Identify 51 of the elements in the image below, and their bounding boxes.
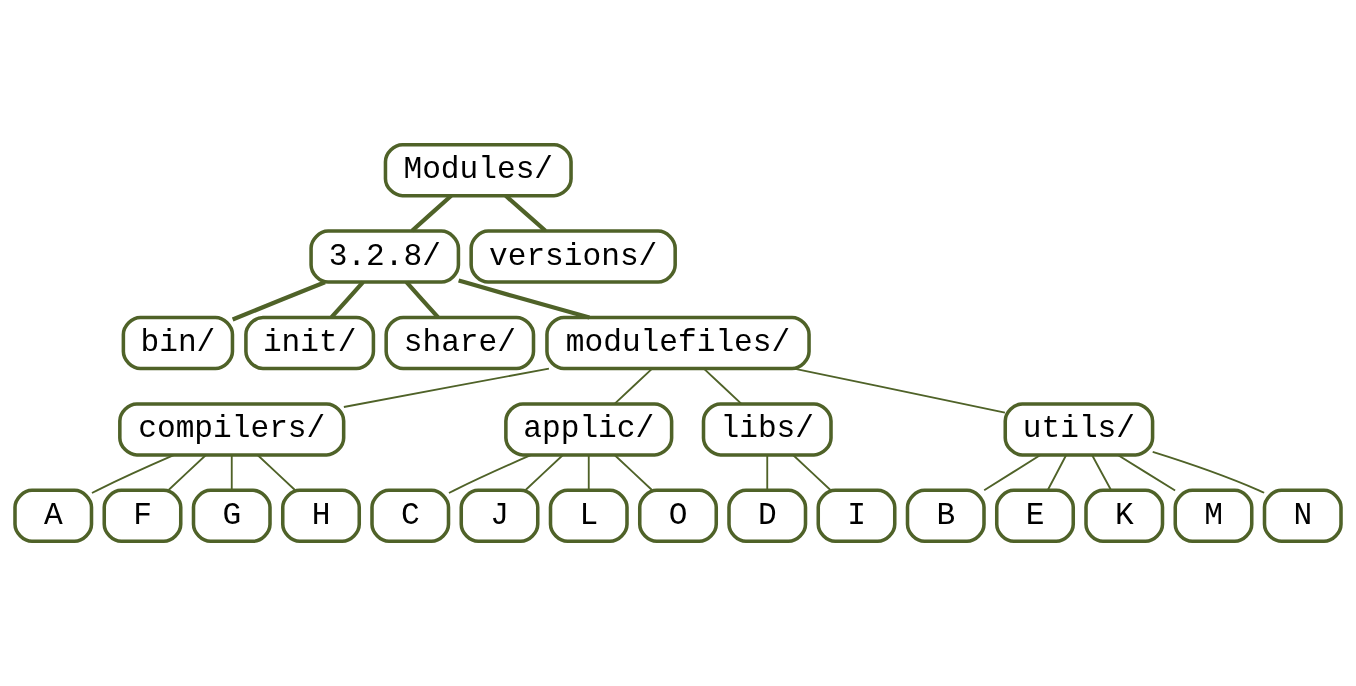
connector xyxy=(231,280,326,322)
connector xyxy=(1116,454,1177,492)
connector xyxy=(983,454,1042,492)
connector xyxy=(1151,450,1266,494)
connector xyxy=(91,454,176,494)
connector xyxy=(702,367,743,405)
node-box: G xyxy=(191,488,272,544)
connector xyxy=(1091,454,1112,491)
connector xyxy=(404,280,440,319)
node-box: libs/ xyxy=(701,402,833,457)
connector xyxy=(1046,454,1068,491)
node-box: init/ xyxy=(244,315,376,371)
connector xyxy=(613,454,653,491)
connector xyxy=(504,194,547,233)
connector xyxy=(330,280,365,319)
node-box: C xyxy=(370,488,451,544)
node-box: B xyxy=(905,488,986,544)
node-box: share/ xyxy=(384,315,536,371)
connector xyxy=(448,454,533,494)
node-box: applic/ xyxy=(504,402,674,457)
node-box: O xyxy=(638,488,718,544)
connector xyxy=(256,454,296,491)
node-box: Modules/ xyxy=(383,142,573,198)
node-box: L xyxy=(548,488,629,544)
connector xyxy=(613,367,654,405)
connector xyxy=(524,454,564,491)
node-box: H xyxy=(281,488,361,544)
connector xyxy=(458,278,590,320)
connector xyxy=(167,454,207,491)
node-box: compilers/ xyxy=(118,402,346,457)
node-box: A xyxy=(13,488,94,544)
connector xyxy=(766,454,769,491)
connector xyxy=(410,194,453,233)
connector xyxy=(230,454,233,491)
node-box: I xyxy=(816,488,897,544)
node-box: E xyxy=(995,488,1075,544)
connector xyxy=(793,367,1006,414)
node-box: utils/ xyxy=(1003,402,1155,457)
node-box: M xyxy=(1173,488,1254,544)
node-box: F xyxy=(102,488,183,544)
connector xyxy=(792,454,832,491)
node-box: modulefiles/ xyxy=(545,315,811,371)
node-box: bin/ xyxy=(121,315,235,371)
node-box: N xyxy=(1262,488,1343,544)
connector xyxy=(587,454,590,491)
node-box: D xyxy=(727,488,808,544)
node-box: K xyxy=(1084,488,1165,544)
node-box: J xyxy=(459,488,540,544)
connector xyxy=(342,367,550,408)
node-box: versions/ xyxy=(469,229,677,284)
node-box: 3.2.8/ xyxy=(309,229,461,284)
